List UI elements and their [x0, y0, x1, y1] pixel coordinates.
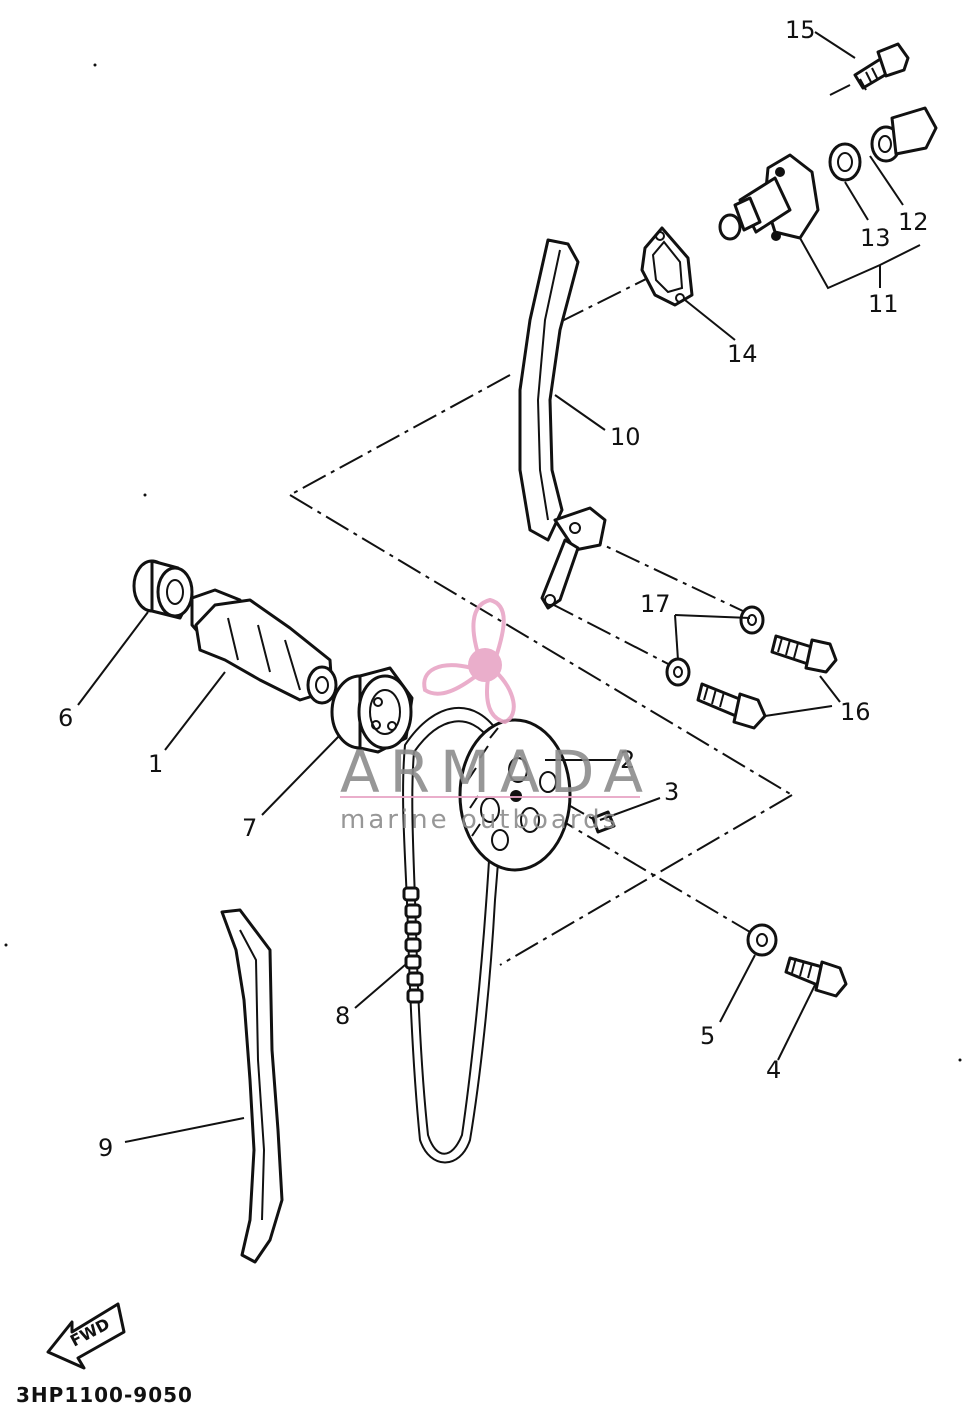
label-13: 13: [860, 224, 891, 252]
bearing-6: [132, 559, 194, 620]
label-10: 10: [610, 423, 641, 451]
bearing-7: [330, 666, 414, 754]
label-11: 11: [868, 290, 899, 318]
bolt-4: [784, 956, 848, 998]
label-2: 2: [620, 746, 635, 774]
label-5: 5: [700, 1022, 715, 1050]
propeller-logo-icon: [422, 597, 516, 725]
washer-13: [828, 142, 862, 182]
plug-bolt-12: [870, 106, 938, 163]
watermark-tagline: marine outboards: [340, 805, 619, 835]
drawing-code: 3HP1100-9050: [16, 1383, 193, 1407]
gasket-14: [640, 226, 694, 307]
label-17: 17: [640, 590, 671, 618]
washer-5: [746, 923, 778, 957]
leader-lines: [77, 31, 921, 1143]
label-9: 9: [98, 1134, 113, 1162]
bolts-16: [696, 634, 838, 730]
watermark-brand: ARMADA: [340, 738, 653, 806]
chain-guide-9: [220, 908, 284, 1264]
label-7: 7: [242, 814, 257, 842]
part-number-labels: 15 12 13 11 14 10 17 16 2 3 5 4 8 9 6 1 …: [58, 16, 929, 1162]
bolt-15: [853, 42, 910, 91]
forward-direction-arrow: FWD: [46, 1302, 126, 1370]
chain-guide-10: [518, 238, 607, 610]
label-12: 12: [898, 208, 929, 236]
label-8: 8: [335, 1002, 350, 1030]
camshaft-1: [190, 588, 338, 705]
label-4: 4: [766, 1056, 781, 1084]
chain-tensioner-11: [718, 153, 820, 241]
label-6: 6: [58, 704, 73, 732]
label-15: 15: [785, 16, 816, 44]
label-14: 14: [727, 340, 758, 368]
cam-sprocket-2: [458, 718, 572, 872]
label-16: 16: [840, 698, 871, 726]
label-1: 1: [148, 750, 163, 778]
armada-watermark: ARMADA marine outboards: [340, 597, 653, 835]
label-3: 3: [664, 778, 679, 806]
